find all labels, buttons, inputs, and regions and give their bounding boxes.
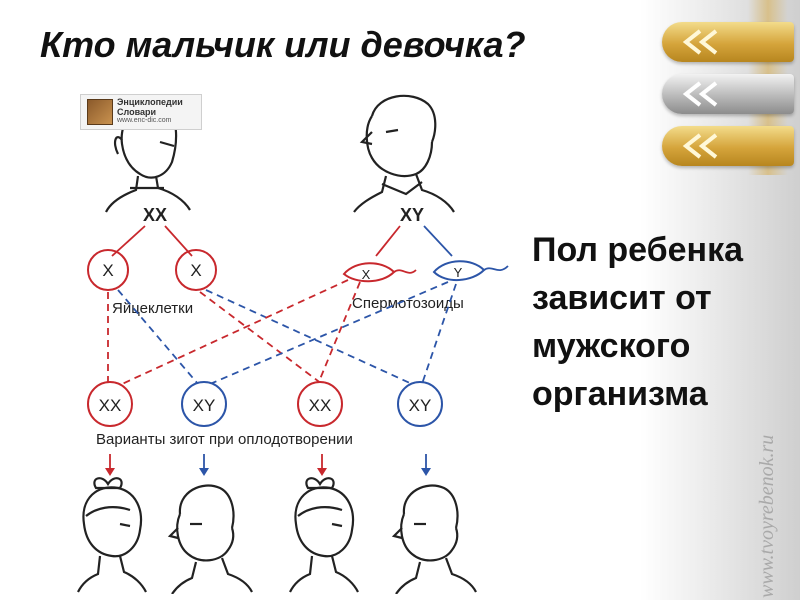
side-caption: Пол ребенка зависит от мужского организм… [532, 226, 792, 418]
side-caption-line: мужского [532, 322, 792, 370]
girl-portrait [290, 478, 358, 592]
zygote-label: XY [193, 396, 216, 415]
chevron-button-gold[interactable] [662, 22, 794, 62]
zygote-label: XX [99, 396, 122, 415]
badge-url: www.enc-dic.com [117, 117, 171, 124]
double-chevron-left-icon [676, 133, 736, 159]
sperm-label: Y [454, 265, 463, 280]
zygotes-caption: Варианты зигот при оплодотворении [96, 431, 353, 448]
sperm-label: X [362, 267, 371, 282]
eggs-caption: Яйцеклетки [112, 300, 193, 317]
inheritance-diagram: XX XY X X X Y Яйцеклетки Спермотозоиды X… [60, 84, 520, 594]
double-chevron-left-icon [676, 81, 736, 107]
boy-portrait [170, 486, 252, 594]
side-caption-line: Пол ребенка [532, 226, 792, 274]
watermark-text: www.tvoyrebenok.ru [756, 408, 779, 598]
zygote-label: XY [409, 396, 432, 415]
parent-to-gamete-lines [112, 226, 452, 256]
father-genotype: XY [400, 205, 424, 225]
badge-line1: Энциклопедии [117, 97, 183, 107]
boy-portrait [394, 486, 476, 594]
zygote-label: XX [309, 396, 332, 415]
slide-title: Кто мальчик или девочка? [40, 24, 526, 66]
book-icon [87, 99, 113, 125]
father-portrait [354, 96, 454, 212]
double-chevron-left-icon [676, 29, 736, 55]
sperm-cell-y [434, 261, 508, 280]
egg-label: X [190, 261, 201, 280]
side-caption-line: зависит от [532, 274, 792, 322]
chevron-button-gold-2[interactable] [662, 126, 794, 166]
source-badge[interactable]: Энциклопедии Словари www.enc-dic.com [80, 94, 202, 130]
egg-label: X [102, 261, 113, 280]
side-caption-line: организма [532, 370, 792, 418]
badge-line2: Словари [117, 107, 156, 117]
mother-genotype: XX [143, 205, 167, 225]
sperm-cell-x [344, 263, 416, 281]
arrows-down [105, 454, 431, 476]
girl-portrait [78, 478, 146, 592]
chevron-button-silver[interactable] [662, 74, 794, 114]
